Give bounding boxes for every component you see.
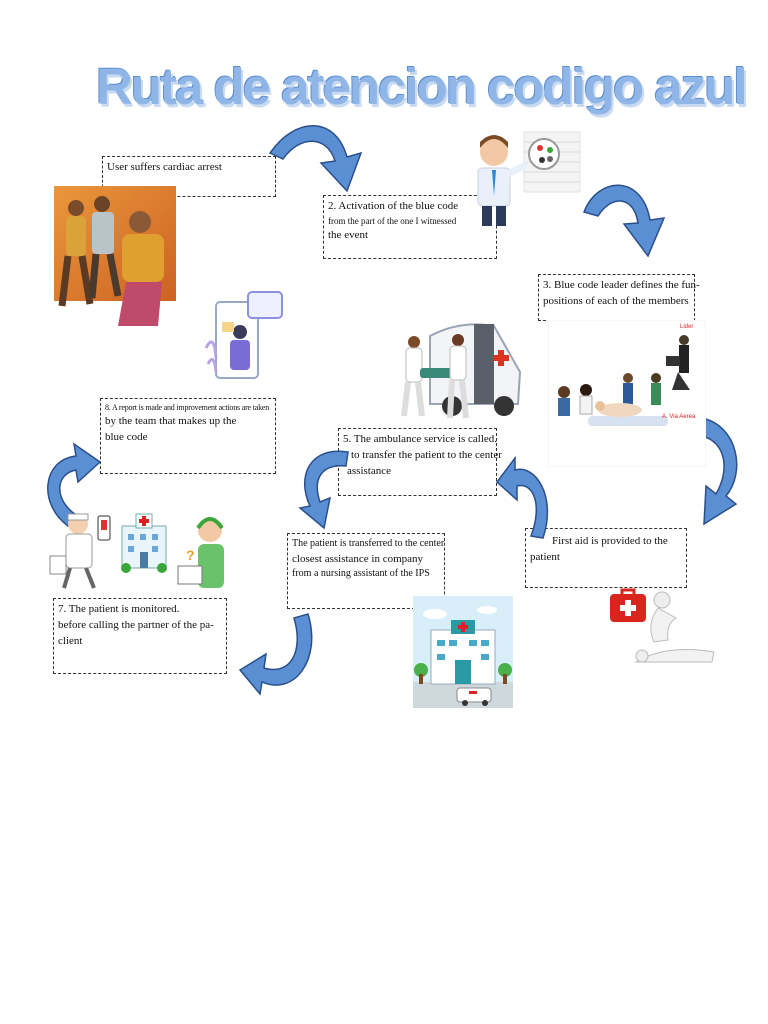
svg-text:?: ? — [186, 547, 195, 563]
step-3-box: 3. Blue code leader defines the fun- pos… — [538, 274, 700, 321]
step-2-line-2: from the part of the one I witnessed — [328, 215, 457, 226]
step-7-line-3: client — [58, 634, 83, 647]
step-5-line-3: assistance — [347, 464, 391, 477]
first-aid-illustration — [606, 584, 718, 668]
step-7-line-2: before calling the partner of the pa- — [58, 618, 214, 631]
leader-team-illustration: Lider A. Via Aerea — [548, 320, 706, 467]
arrow-1-to-2 — [268, 125, 363, 193]
step-4-box: First aid is provided to the patient — [525, 528, 687, 588]
step-3-line-1: 3. Blue code leader defines the fun- — [543, 279, 700, 291]
step-2-line-3: the event — [328, 228, 369, 241]
step-6-line-2: closest assistance in company — [292, 552, 424, 565]
step-4-line-2: patient — [530, 550, 560, 563]
arrow-4-to-5 — [495, 456, 549, 539]
step-8-line-2: by the team that makes up the — [105, 414, 237, 427]
monitoring-illustration: ? — [48, 508, 230, 594]
arrow-2-to-3 — [583, 184, 666, 258]
airway-label: A. Via Aerea — [662, 414, 696, 420]
step-6-line-1: The patient is transferred to the center — [292, 538, 445, 549]
step-8-line-1: 8. A report is made and improvement acti… — [105, 403, 270, 412]
step-6-line-3: from a nursing assistant of the IPS — [292, 568, 430, 580]
arrow-6-to-7 — [238, 613, 313, 696]
step-4-line-1: First aid is provided to the — [552, 535, 668, 547]
witness-alert-illustration — [200, 288, 286, 382]
step-5-line-1: 5. The ambulance service is called. — [343, 433, 498, 445]
hospital-illustration — [413, 596, 513, 708]
arrow-3-to-4 — [701, 417, 738, 526]
step-2-box: 2. Activation of the blue code from the … — [323, 195, 497, 259]
step-2-line-1: 2. Activation of the blue code — [328, 200, 459, 212]
step-8-line-3: blue code — [105, 430, 148, 443]
ambulance-paramedics-illustration — [400, 320, 524, 424]
cardiac-arrest-illustration — [54, 186, 176, 328]
step-3-line-2: positions of each of the members — [543, 294, 689, 307]
blue-code-activation-illustration — [470, 130, 582, 230]
arrow-7-to-8 — [47, 442, 102, 527]
step-7-line-1: 7. The patient is monitored. — [58, 603, 180, 615]
step-5-box: 5. The ambulance service is called. to t… — [338, 428, 502, 496]
leader-label: Lider — [680, 324, 693, 330]
step-1-line-1: User suffers cardiac arrest — [107, 161, 222, 173]
step-5-line-2: to transfer the patient to the center — [351, 448, 502, 461]
diagram-title: Ruta de atencion codigo azul — [96, 58, 748, 115]
step-8-box: 8. A report is made and improvement acti… — [100, 398, 276, 474]
arrow-5-to-6 — [298, 450, 349, 530]
step-7-box: 7. The patient is monitored. before call… — [53, 598, 227, 674]
